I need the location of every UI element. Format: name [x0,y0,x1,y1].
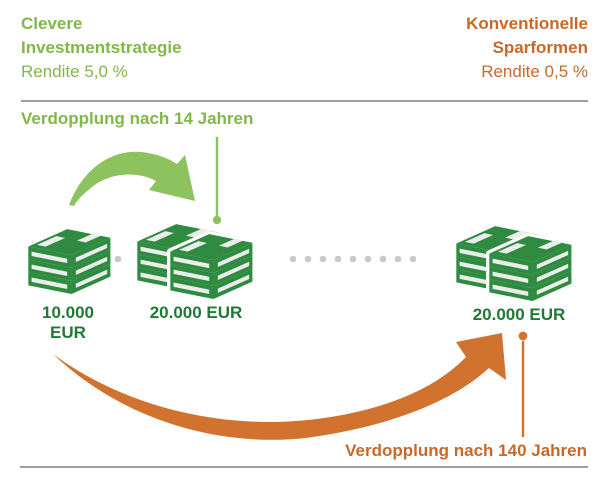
right-strategy-header: Konventionelle Sparformen Rendite 0,5 % [466,12,588,84]
gray-dot [114,255,122,263]
money-stack-20000-left-icon [137,224,252,299]
stack-label-20000-right: 20.000 EUR [472,305,566,324]
green-connector-line [212,137,222,225]
top-divider [21,100,588,102]
orange-doubling-annotation: Verdopplung nach 140 Jahren [345,441,587,460]
right-strategy-title-line1: Konventionelle [466,14,588,33]
bottom-divider [20,466,588,468]
stack-label-20000-left: 20.000 EUR [149,303,243,322]
green-doubling-annotation: Verdopplung nach 14 Jahren [21,109,254,128]
money-stack-10000-icon [28,229,110,294]
orange-curved-arrow-icon [53,333,506,440]
left-strategy-rendite: Rendite 5,0 % [21,62,128,81]
orange-connector-line [518,331,528,437]
stack-label-10000: 10.000 EUR [42,303,94,342]
money-stack-20000-right-icon [456,226,571,301]
dotted-line [289,255,417,263]
left-strategy-title-line1: Clevere [21,14,83,33]
right-strategy-rendite: Rendite 0,5 % [481,62,588,81]
green-curved-arrow-icon [69,151,195,206]
left-strategy-header: Clevere Investmentstrategie Rendite 5,0 … [21,12,182,84]
left-strategy-title-line2: Investmentstrategie [21,38,182,57]
right-strategy-title-line2: Sparformen [492,38,588,57]
